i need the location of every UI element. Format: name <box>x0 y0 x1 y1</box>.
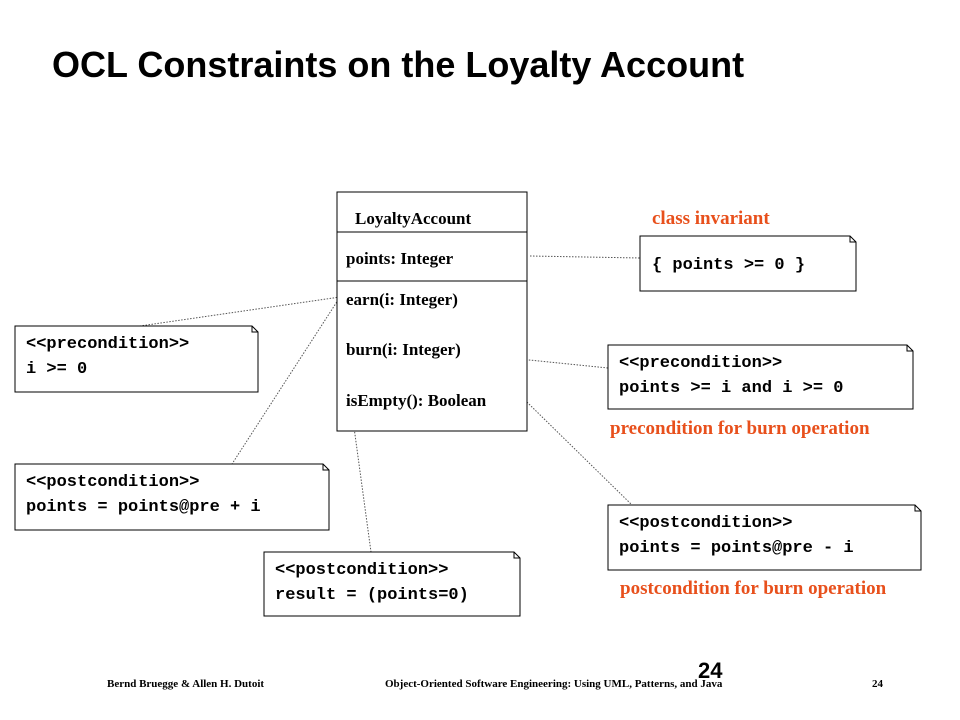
note-burn-post-stereotype: <<postcondition>> <box>619 514 793 533</box>
note-earn-pre-stereotype: <<precondition>> <box>26 335 190 354</box>
note-earn-post-expr: points = points@pre + i <box>26 498 261 517</box>
connector-isempty-post <box>352 419 372 553</box>
note-invariant-shape <box>639 235 857 292</box>
class-attribute: points: Integer <box>346 249 454 268</box>
note-burn-post-shape <box>607 504 922 571</box>
note-isempty-post-expr: result = (points=0) <box>275 586 469 605</box>
class-operation-burn: burn(i: Integer) <box>346 340 461 359</box>
note-burn-pre-shape <box>607 344 914 410</box>
connector-earn-post <box>231 296 341 465</box>
label-burn-post: postcondition for burn operation <box>620 578 887 599</box>
note-burn-pre-expr: points >= i and i >= 0 <box>619 379 844 398</box>
note-burn-pre-stereotype: <<precondition>> <box>619 354 783 373</box>
connector-invariant <box>529 255 641 259</box>
slide-number: 24 <box>698 658 723 683</box>
label-class-invariant: class invariant <box>652 208 770 229</box>
footer-book: Object-Oriented Software Engineering: Us… <box>385 678 723 690</box>
note-isempty-post-shape <box>263 551 521 617</box>
note-invariant-text: { points >= 0 } <box>652 256 806 275</box>
note-isempty-post-stereotype: <<postcondition>> <box>275 561 449 580</box>
label-burn-pre: precondition for burn operation <box>610 418 870 439</box>
note-earn-post-stereotype: <<postcondition>> <box>26 473 200 492</box>
connector-earn-pre <box>139 296 341 327</box>
footer-authors: Bernd Bruegge & Allen H. Dutoit <box>107 678 265 690</box>
class-box <box>336 191 528 432</box>
footer-page-number: 24 <box>872 678 883 690</box>
note-burn-post-expr: points = points@pre - i <box>619 539 854 558</box>
class-operation-earn: earn(i: Integer) <box>346 290 458 309</box>
page-title: OCL Constraints on the Loyalty Account <box>52 44 745 85</box>
class-name: LoyaltyAccount <box>355 209 472 228</box>
note-earn-pre-shape <box>14 325 259 393</box>
class-operation-isempty: isEmpty(): Boolean <box>346 391 487 410</box>
note-earn-pre-expr: i >= 0 <box>26 360 88 379</box>
note-earn-post-shape <box>14 463 330 531</box>
